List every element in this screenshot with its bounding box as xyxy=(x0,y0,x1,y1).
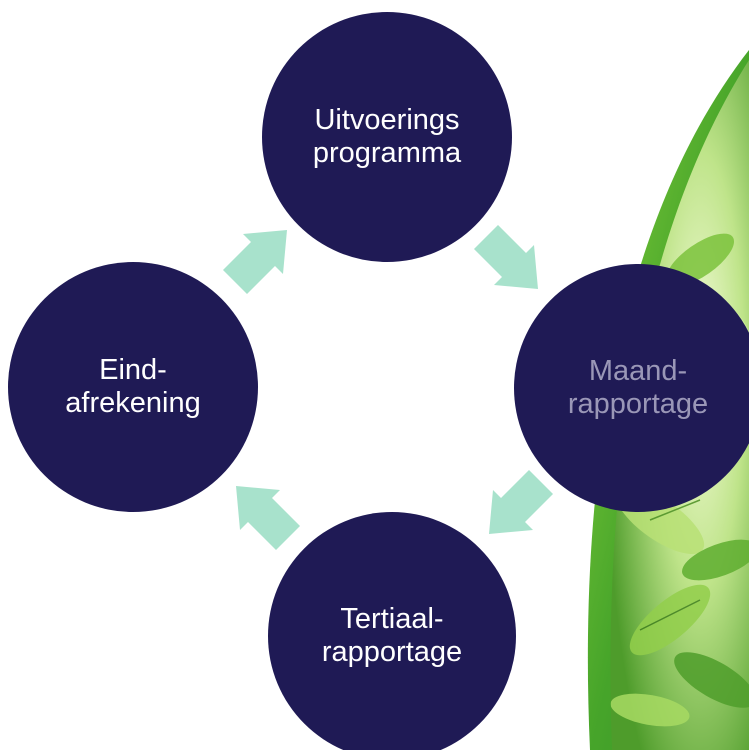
arrow-up-right-icon xyxy=(223,230,287,294)
arrow-up-left-icon xyxy=(236,486,300,550)
node-eindafrekening: Eind- afrekening xyxy=(8,262,258,512)
node-label-line-1: Tertiaal- xyxy=(340,603,444,635)
node-label-line-2: afrekening xyxy=(65,387,201,419)
node-label-line-2: rapportage xyxy=(321,636,463,668)
node-tertiaalrapportage: Tertiaal- rapportage xyxy=(268,512,516,750)
arrow-down-left-icon xyxy=(489,470,553,534)
node-label-line-1: Maand- xyxy=(588,355,688,387)
node-label-line-1: Eind- xyxy=(99,354,167,386)
arrow-down-right-icon xyxy=(474,225,538,289)
node-maandrapportage: Maand- rapportage xyxy=(514,264,749,512)
node-label-line-2: rapportage xyxy=(567,388,709,420)
node-label-line-2: programma xyxy=(312,137,462,169)
node-label-line-1: Uitvoerings xyxy=(314,104,460,136)
node-uitvoeringsprogramma: Uitvoerings programma xyxy=(262,12,512,262)
